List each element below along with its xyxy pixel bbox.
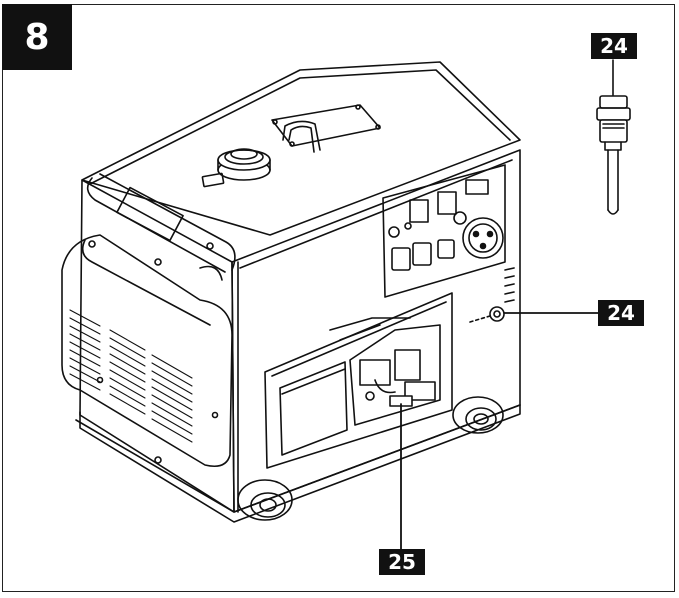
callout-24-detail: 24: [591, 33, 637, 59]
figure-number: 8: [2, 4, 72, 70]
generator-body: [61, 61, 521, 523]
plug-detail-drawing: [596, 59, 631, 215]
callout-25: 25: [379, 549, 425, 575]
callout-24: 24: [598, 300, 644, 326]
figure-frame: [2, 4, 675, 592]
